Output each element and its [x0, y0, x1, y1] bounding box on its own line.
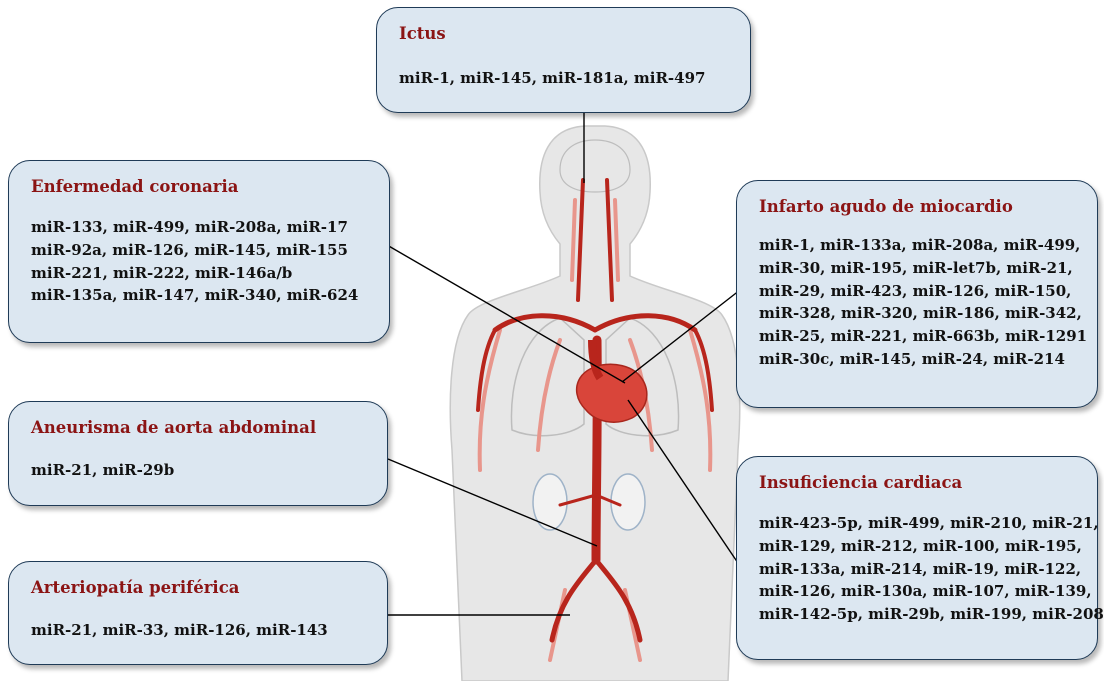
box-arteriopatia-title: Arteriopatía periférica: [31, 578, 365, 597]
box-insuficiencia-line: miR-129, miR-212, miR-100, miR-195,: [759, 535, 1075, 558]
box-infarto-agudo-de-miocardio: Infarto agudo de miocardio miR-1, miR-13…: [736, 180, 1098, 408]
box-insuficiencia-line: miR-133a, miR-214, miR-19, miR-122,: [759, 558, 1075, 581]
box-ictus-title: Ictus: [399, 24, 728, 43]
box-enfermedad-coronaria: Enfermedad coronaria miR-133, miR-499, m…: [8, 160, 390, 343]
box-insuficiencia-cardiaca: Insuficiencia cardiaca miR-423-5p, miR-4…: [736, 456, 1098, 660]
box-insuficiencia-line: miR-423-5p, miR-499, miR-210, miR-21,: [759, 512, 1075, 535]
box-coronaria-line: miR-133, miR-499, miR-208a, miR-17: [31, 216, 367, 239]
box-iam-line: miR-1, miR-133a, miR-208a, miR-499,: [759, 234, 1075, 257]
box-insuficiencia-line: miR-142-5p, miR-29b, miR-199, miR-208: [759, 603, 1075, 626]
box-insuficiencia-line: miR-126, miR-130a, miR-107, miR-139,: [759, 580, 1075, 603]
box-iam-line: miR-30c, miR-145, miR-24, miR-214: [759, 348, 1075, 371]
box-iam-line: miR-25, miR-221, miR-663b, miR-1291: [759, 325, 1075, 348]
box-aneurisma-title: Aneurisma de aorta abdominal: [31, 418, 365, 437]
box-insuficiencia-title: Insuficiencia cardiaca: [759, 473, 1075, 492]
box-coronaria-title: Enfermedad coronaria: [31, 177, 367, 196]
box-iam-line: miR-328, miR-320, miR-186, miR-342,: [759, 302, 1075, 325]
box-iam-line: miR-30, miR-195, miR-let7b, miR-21,: [759, 257, 1075, 280]
box-arteriopatia-line: miR-21, miR-33, miR-126, miR-143: [31, 619, 365, 642]
box-iam-line: miR-29, miR-423, miR-126, miR-150,: [759, 280, 1075, 303]
box-coronaria-line: miR-92a, miR-126, miR-145, miR-155: [31, 239, 367, 262]
box-coronaria-line: miR-135a, miR-147, miR-340, miR-624: [31, 284, 367, 307]
box-aneurisma-line: miR-21, miR-29b: [31, 459, 365, 482]
box-ictus-line: miR-1, miR-145, miR-181a, miR-497: [399, 67, 728, 90]
box-iam-title: Infarto agudo de miocardio: [759, 197, 1075, 216]
box-aneurisma-aorta-abdominal: Aneurisma de aorta abdominal miR-21, miR…: [8, 401, 388, 506]
box-arteriopatia-periferica: Arteriopatía periférica miR-21, miR-33, …: [8, 561, 388, 665]
box-ictus: Ictus miR-1, miR-145, miR-181a, miR-497: [376, 7, 751, 113]
box-coronaria-line: miR-221, miR-222, miR-146a/b: [31, 262, 367, 285]
